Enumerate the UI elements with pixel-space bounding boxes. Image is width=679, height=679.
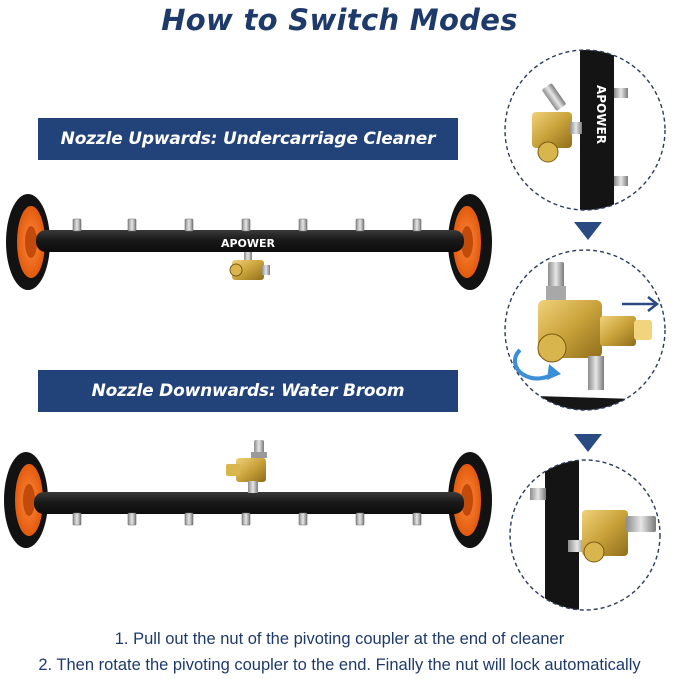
page-title: How to Switch Modes [161,3,518,37]
mode-up-label: Nozzle Upwards: Undercarriage Cleaner [60,129,436,149]
cleaner-upwards: APOWER [6,194,492,290]
mode-down-label: Nozzle Downwards: Water Broom [91,381,405,401]
nozzles-up [72,218,422,232]
detail-circle-2 [504,249,666,411]
wheel-left-top [6,194,50,290]
brand-logo-top: APOWER [221,237,276,250]
mode-down-banner: Nozzle Downwards: Water Broom [38,370,458,412]
chevron-down-icon [574,434,602,452]
instruction-step-2: 2. Then rotate the pivoting coupler to t… [38,656,641,674]
wheel-left-bottom [4,452,48,548]
pipe-bottom [34,492,464,514]
rotate-arrow-icon [513,348,561,381]
pipe-top [36,230,464,252]
wheel-right-bottom [448,452,492,548]
nozzles-down [72,512,422,526]
right-arrow-icon [622,296,660,312]
mode-up-banner: Nozzle Upwards: Undercarriage Cleaner [38,118,458,160]
brand-logo-detail: APOWER [594,85,608,144]
coupler-bottom [226,440,267,493]
coupler-top [229,252,270,280]
detail-circle-3 [509,459,661,611]
detail-circle-1: APOWER [504,49,666,211]
wheel-right-top [448,194,492,290]
instruction-step-1: 1. Pull out the nut of the pivoting coup… [114,630,565,648]
chevron-down-icon [574,222,602,240]
cleaner-downwards [4,440,492,548]
